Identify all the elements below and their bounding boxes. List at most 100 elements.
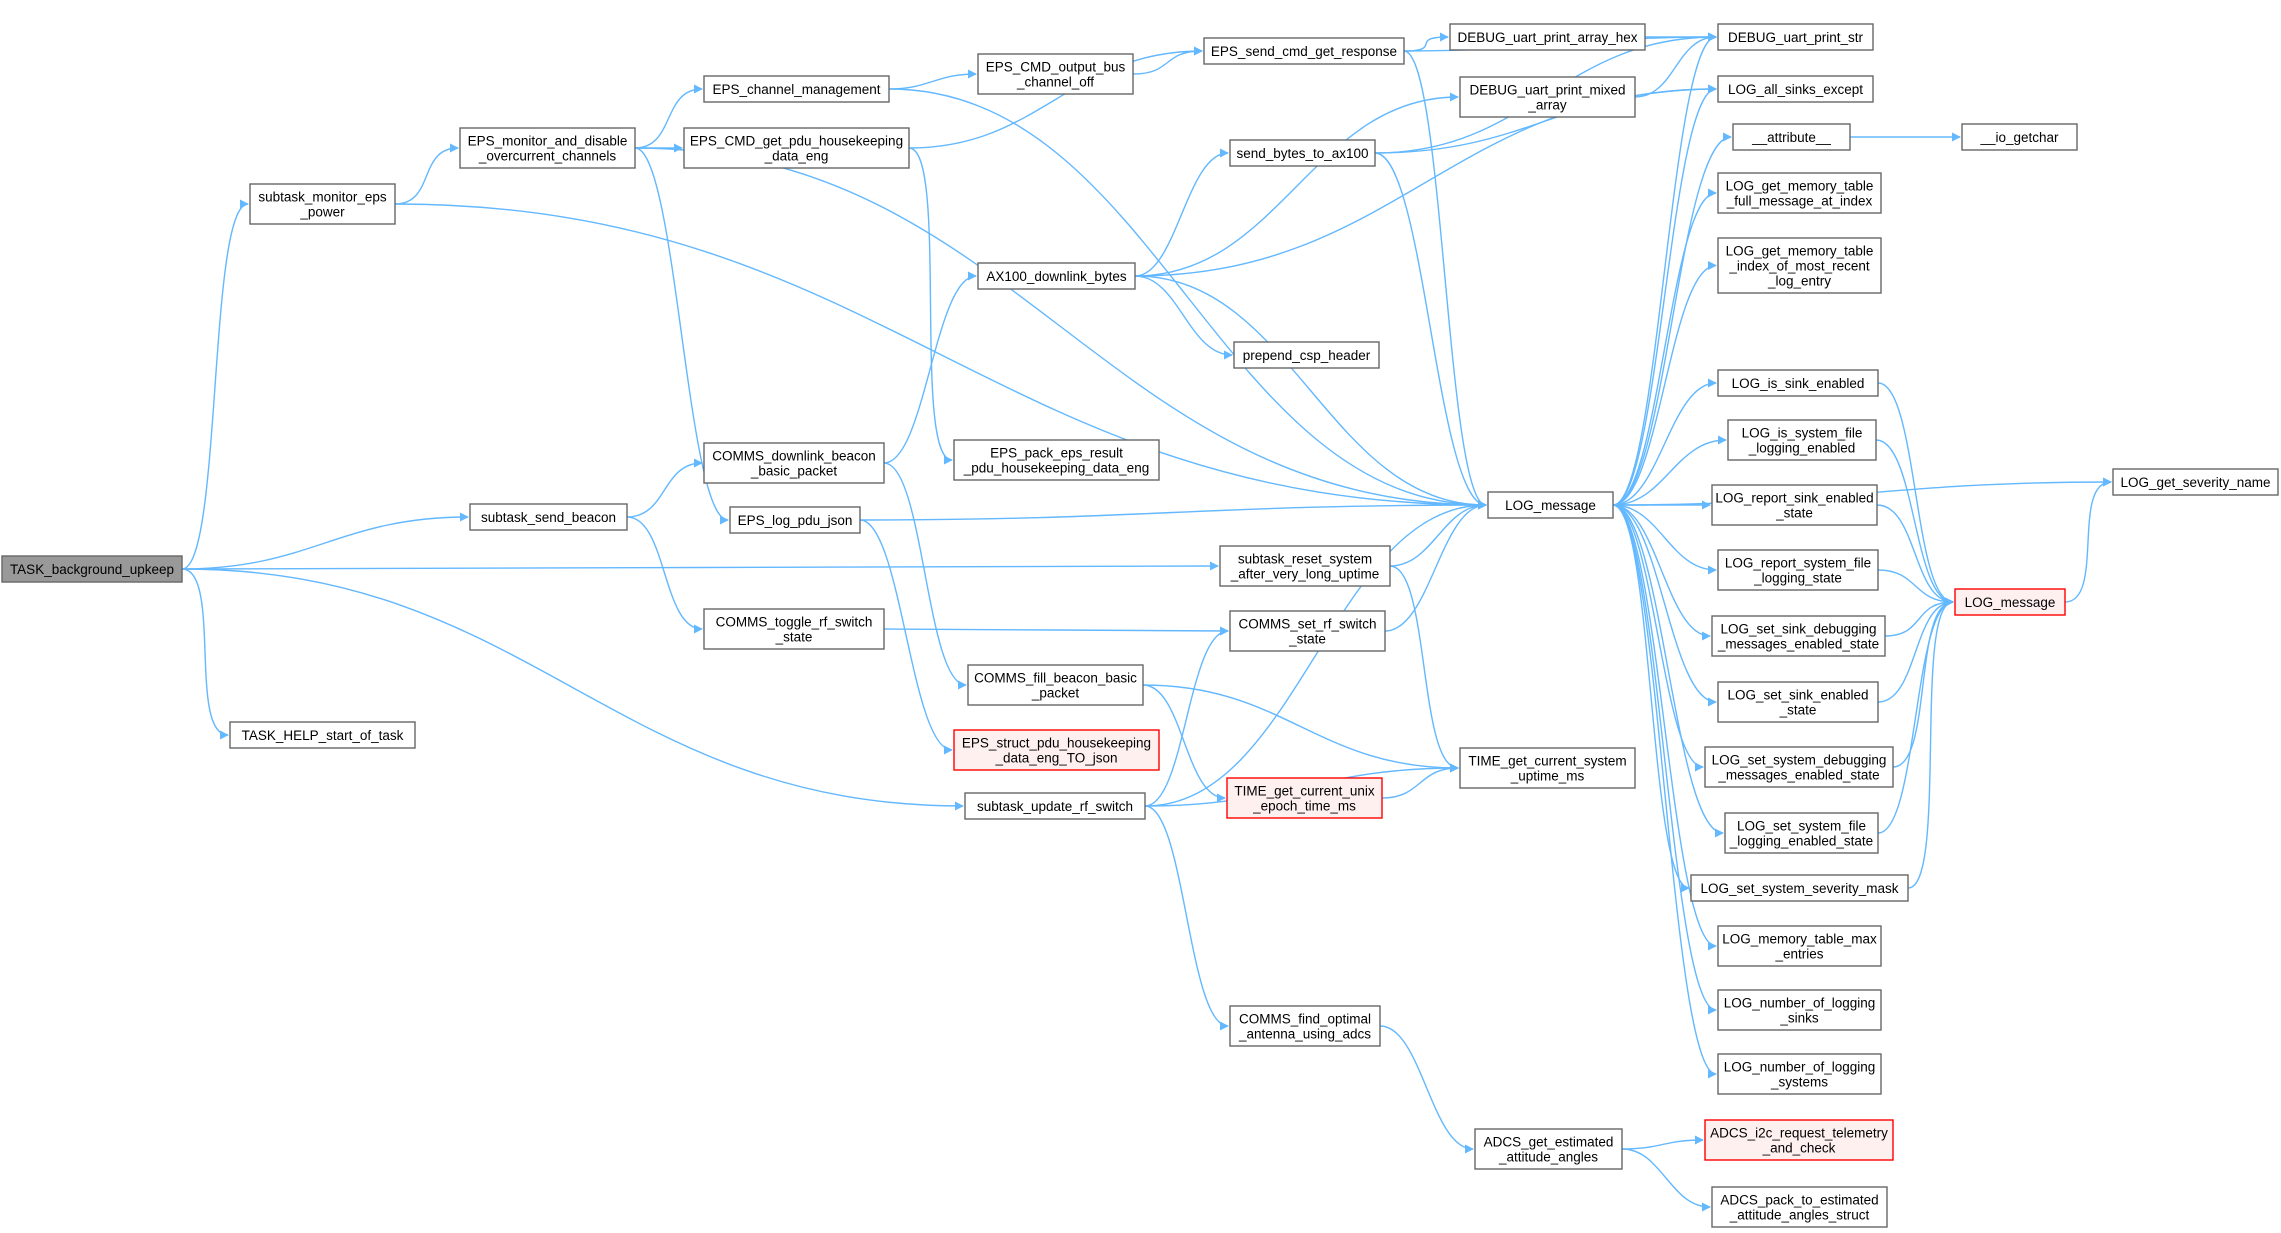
node-send-beacon[interactable]: subtask_send_beacon	[469, 503, 628, 531]
node-label: _systems	[1770, 1075, 1828, 1090]
node-label: EPS_log_pdu_json	[738, 513, 853, 528]
node-box	[964, 792, 1146, 820]
node-log-mem-idx[interactable]: LOG_get_memory_table_index_of_most_recen…	[1717, 237, 1882, 294]
node-label: _messages_enabled_state	[1717, 637, 1879, 652]
node-debug-str[interactable]: DEBUG_uart_print_str	[1717, 23, 1874, 51]
node-comms-set-rf[interactable]: COMMS_set_rf_switch_state	[1229, 610, 1386, 652]
node-prepend-csp[interactable]: prepend_csp_header	[1233, 341, 1380, 369]
node-label: __attribute__	[1751, 130, 1831, 145]
node-log-rep-sink[interactable]: LOG_report_sink_enabled_state	[1711, 484, 1878, 526]
node-root[interactable]: TASK_background_upkeep	[1, 555, 183, 583]
node-adcs-get-att[interactable]: ADCS_get_estimated_attitude_angles	[1474, 1128, 1623, 1170]
node-io-getchar[interactable]: __io_getchar	[1961, 123, 2078, 151]
node-box	[1690, 874, 1909, 902]
edge-eps_chan_mgmt-to-eps_cmd_out	[888, 69, 977, 90]
node-log-sev-name[interactable]: LOG_get_severity_name	[2112, 468, 2279, 496]
node-box	[1717, 1053, 1882, 1095]
node-time-uptime[interactable]: TIME_get_current_system_uptime_ms	[1459, 747, 1636, 789]
node-label: _state	[775, 630, 813, 645]
node-label: LOG_memory_table_max	[1722, 932, 1877, 947]
node-box	[1711, 484, 1878, 526]
node-eps-cmd-pdu[interactable]: EPS_CMD_get_pdu_housekeeping_data_eng	[683, 127, 910, 169]
edge-root-to-update_rf	[181, 568, 964, 811]
node-ax100-dl[interactable]: AX100_downlink_bytes	[977, 262, 1136, 290]
node-monitor-eps[interactable]: subtask_monitor_eps_power	[249, 183, 396, 225]
node-label: EPS_send_cmd_get_response	[1211, 44, 1397, 59]
edge-update_rf-to-comms_find_ant	[1144, 805, 1229, 1031]
node-eps-pack[interactable]: EPS_pack_eps_result_pdu_housekeeping_dat…	[953, 439, 1160, 481]
node-label: _antenna_using_adcs	[1238, 1027, 1371, 1042]
node-comms-fill[interactable]: COMMS_fill_beacon_basic_packet	[967, 664, 1144, 706]
node-box	[1233, 341, 1380, 369]
node-log-set-sink-en[interactable]: LOG_set_sink_enabled_state	[1717, 681, 1879, 723]
node-box	[953, 439, 1160, 481]
node-update-rf[interactable]: subtask_update_rf_switch	[964, 792, 1146, 820]
edge-ax100_dl-to-log_message	[1134, 275, 1487, 510]
node-box	[1724, 812, 1879, 854]
node-log-num-sys[interactable]: LOG_number_of_logging_systems	[1717, 1053, 1882, 1095]
node-box	[1727, 419, 1877, 461]
node-eps-cmd-out[interactable]: EPS_CMD_output_bus_channel_off	[977, 53, 1134, 95]
node-box	[1704, 1119, 1894, 1161]
node-comms-find-ant[interactable]: COMMS_find_optimal_antenna_using_adcs	[1229, 1005, 1381, 1047]
node-send-bytes[interactable]: send_bytes_to_ax100	[1229, 139, 1376, 167]
node-label: _log_entry	[1767, 274, 1831, 289]
node-adcs-i2c[interactable]: ADCS_i2c_request_telemetry_and_check	[1704, 1119, 1894, 1161]
node-eps-monitor[interactable]: EPS_monitor_and_disable_overcurrent_chan…	[459, 127, 636, 169]
node-log-rep-file[interactable]: LOG_report_system_file_logging_state	[1717, 549, 1879, 591]
edge-log_set_sink_dbg-to-log_message_red	[1884, 597, 1954, 637]
node-label: EPS_CMD_get_pdu_housekeeping	[690, 134, 903, 149]
node-log-num-sinks[interactable]: LOG_number_of_logging_sinks	[1717, 989, 1882, 1031]
node-time-unix[interactable]: TIME_get_current_unix_epoch_time_ms	[1226, 777, 1383, 819]
node-adcs-pack[interactable]: ADCS_pack_to_estimated_attitude_angles_s…	[1711, 1186, 1888, 1228]
node-reset-system[interactable]: subtask_reset_system_after_very_long_upt…	[1219, 545, 1391, 587]
node-eps-log-pdu[interactable]: EPS_log_pdu_json	[729, 506, 861, 534]
node-label: TASK_background_upkeep	[10, 562, 174, 577]
edge-root-to-reset_system	[181, 561, 1219, 571]
node-label: send_bytes_to_ax100	[1236, 146, 1368, 161]
node-label: LOG_is_system_file	[1742, 426, 1863, 441]
node-help-start[interactable]: TASK_HELP_start_of_task	[229, 721, 416, 749]
edge-eps_send_cmd-to-debug_arr_hex	[1403, 32, 1449, 52]
edge-log_sink_en-to-log_message_red	[1877, 382, 1954, 607]
node-box	[967, 664, 1144, 706]
node-eps-struct[interactable]: EPS_struct_pdu_housekeeping_data_eng_TO_…	[953, 729, 1160, 771]
node-log-all-sinks[interactable]: LOG_all_sinks_except	[1717, 75, 1874, 103]
node-log-set-sink-dbg[interactable]: LOG_set_sink_debugging_messages_enabled_…	[1711, 615, 1886, 657]
node-log-mem-max[interactable]: LOG_memory_table_max_entries	[1717, 925, 1882, 967]
node-label: EPS_monitor_and_disable	[468, 134, 628, 149]
edge-log_message-to-log_mem_full	[1612, 188, 1717, 506]
node-comms-dl-beacon[interactable]: COMMS_downlink_beacon_basic_packet	[703, 442, 885, 484]
node-label: subtask_update_rf_switch	[977, 799, 1133, 814]
edge-log_message-to-log_num_sys	[1612, 504, 1717, 1079]
edge-eps_monitor-to-eps_log_pdu	[634, 147, 729, 525]
node-log-set-sys-file[interactable]: LOG_set_system_file_logging_enabled_stat…	[1724, 812, 1879, 854]
node-log-message-red[interactable]: LOG_message	[1954, 588, 2066, 616]
node-debug-arr-hex[interactable]: DEBUG_uart_print_array_hex	[1449, 23, 1646, 51]
node-log-mem-full[interactable]: LOG_get_memory_table_full_message_at_ind…	[1717, 172, 1882, 214]
node-box	[1487, 491, 1614, 519]
node-log-message[interactable]: LOG_message	[1487, 491, 1614, 519]
node-label: LOG_number_of_logging	[1724, 1060, 1876, 1075]
node-label: __io_getchar	[1979, 130, 2059, 145]
edge-log_message-to-debug_str	[1612, 32, 1717, 506]
node-eps-chan-mgmt[interactable]: EPS_channel_management	[703, 75, 890, 103]
edge-log_message_red-to-log_sev_name	[2064, 477, 2112, 603]
edge-log_sys_file-to-log_message_red	[1875, 439, 1954, 607]
node-box	[1711, 615, 1886, 657]
node-label: LOG_report_sink_enabled	[1715, 491, 1873, 506]
node-log-sink-en[interactable]: LOG_is_sink_enabled	[1717, 369, 1879, 397]
node-log-sys-file[interactable]: LOG_is_system_file_logging_enabled	[1727, 419, 1877, 461]
node-attribute[interactable]: __attribute__	[1732, 123, 1851, 151]
node-comms-toggle-rf[interactable]: COMMS_toggle_rf_switch_state	[703, 608, 885, 650]
node-box	[1, 555, 183, 583]
edge-comms_toggle_rf-to-comms_set_rf	[883, 626, 1229, 636]
node-label: _epoch_time_ms	[1252, 799, 1356, 814]
node-debug-mixed[interactable]: DEBUG_uart_print_mixed_array	[1459, 76, 1636, 118]
node-eps-send-cmd[interactable]: EPS_send_cmd_get_response	[1203, 37, 1405, 65]
node-log-set-sev[interactable]: LOG_set_system_severity_mask	[1690, 874, 1909, 902]
node-label: TIME_get_current_unix	[1234, 784, 1375, 799]
node-label: _overcurrent_channels	[478, 149, 617, 164]
node-box	[1717, 369, 1879, 397]
node-log-set-sys-dbg[interactable]: LOG_set_system_debugging_messages_enable…	[1704, 746, 1894, 788]
